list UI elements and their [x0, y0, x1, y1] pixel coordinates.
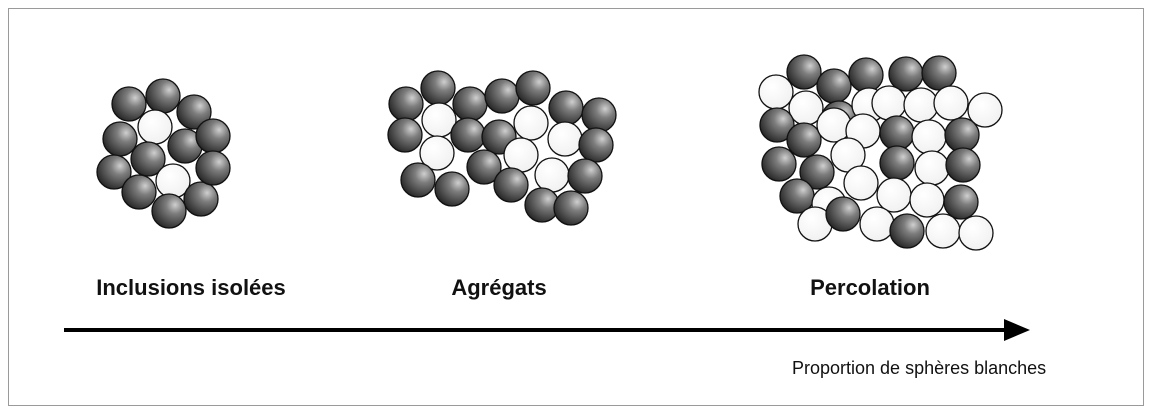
dark-sphere	[515, 70, 551, 106]
dark-sphere	[825, 196, 861, 232]
white-sphere	[816, 107, 852, 143]
stage-label-percolation: Percolation	[810, 275, 930, 300]
dark-sphere	[420, 70, 456, 106]
dark-sphere	[111, 86, 147, 122]
dark-sphere	[466, 149, 502, 185]
dark-sphere	[176, 94, 212, 130]
dark-sphere	[548, 90, 584, 126]
arrow-head	[1004, 319, 1030, 341]
white-sphere	[534, 157, 570, 193]
white-sphere	[909, 182, 945, 218]
dark-sphere	[944, 117, 980, 153]
dark-sphere	[195, 118, 231, 154]
dark-sphere	[889, 213, 925, 249]
white-sphere	[547, 121, 583, 157]
white-sphere	[967, 92, 1003, 128]
white-sphere	[859, 206, 895, 242]
white-sphere	[503, 137, 539, 173]
dark-sphere	[452, 86, 488, 122]
white-sphere	[513, 105, 549, 141]
dark-sphere	[786, 122, 822, 158]
dark-sphere	[183, 181, 219, 217]
dark-sphere	[761, 146, 797, 182]
dark-sphere	[400, 162, 436, 198]
white-sphere	[419, 135, 455, 171]
dark-sphere	[848, 57, 884, 93]
dark-sphere	[96, 154, 132, 190]
dark-sphere	[799, 154, 835, 190]
stage-label-isolated-inclusions: Inclusions isolées	[96, 275, 286, 300]
dark-sphere	[553, 190, 589, 226]
dark-sphere	[888, 56, 924, 92]
dark-sphere	[921, 55, 957, 91]
white-sphere	[958, 215, 994, 251]
dark-sphere	[151, 193, 187, 229]
axis-label-proportion: Proportion de sphères blanches	[792, 358, 1047, 378]
white-sphere	[137, 109, 173, 145]
dark-sphere	[145, 78, 181, 114]
dark-sphere	[130, 141, 166, 177]
white-sphere	[871, 85, 907, 121]
dark-sphere	[581, 97, 617, 133]
dark-sphere	[578, 127, 614, 163]
dark-sphere	[450, 117, 486, 153]
white-sphere	[925, 213, 961, 249]
cluster-percolation	[758, 54, 1003, 251]
cluster-aggregates	[387, 70, 617, 226]
dark-sphere	[943, 184, 979, 220]
white-sphere	[903, 87, 939, 123]
dark-sphere	[102, 121, 138, 157]
dark-sphere	[195, 150, 231, 186]
dark-sphere	[484, 78, 520, 114]
dark-sphere	[388, 86, 424, 122]
stage-label-aggregates: Agrégats	[451, 275, 547, 300]
cluster-isolated-inclusions	[96, 78, 231, 229]
white-sphere	[914, 150, 950, 186]
white-sphere	[843, 165, 879, 201]
dark-sphere	[786, 54, 822, 90]
dark-sphere	[434, 171, 470, 207]
dark-sphere	[759, 107, 795, 143]
white-sphere	[876, 177, 912, 213]
dark-sphere	[879, 145, 915, 181]
dark-sphere	[387, 117, 423, 153]
dark-sphere	[945, 147, 981, 183]
dark-sphere	[493, 167, 529, 203]
dark-sphere	[816, 68, 852, 104]
white-sphere	[933, 85, 969, 121]
dark-sphere	[121, 174, 157, 210]
proportion-arrow	[64, 319, 1030, 341]
dark-sphere	[567, 158, 603, 194]
white-sphere	[911, 119, 947, 155]
white-sphere	[758, 74, 794, 110]
dark-sphere	[879, 115, 915, 151]
